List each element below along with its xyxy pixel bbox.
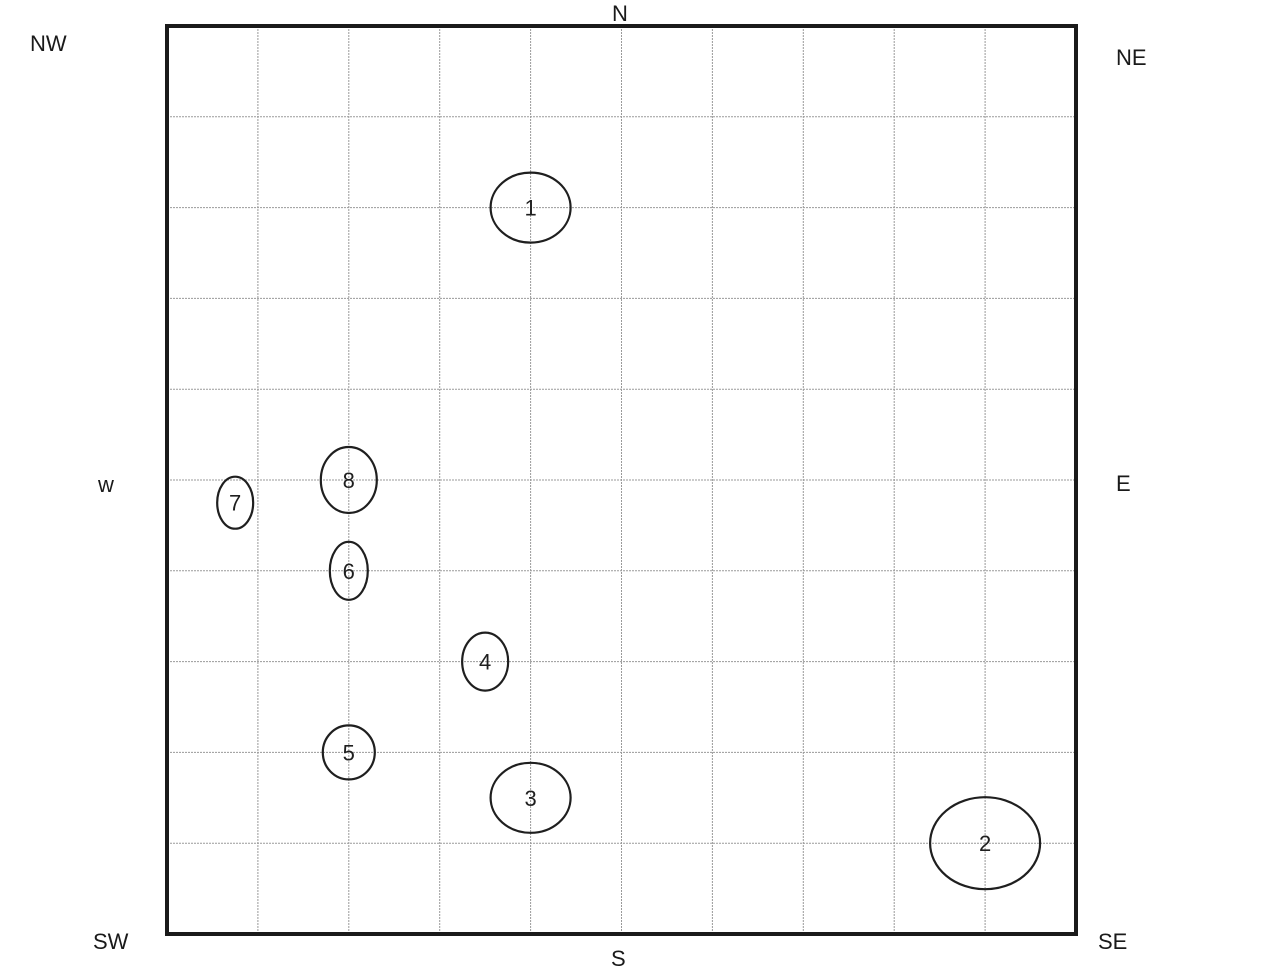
markers-layer: 1 2 3 4 5 6 7 8 — [216, 171, 1042, 891]
marker-label: 5 — [343, 740, 355, 765]
marker-label: 7 — [229, 491, 241, 516]
marker-circle — [216, 475, 255, 530]
marker-label: 6 — [343, 559, 355, 584]
marker-circle — [328, 540, 369, 601]
marker-5: 5 — [321, 724, 376, 781]
marker-2: 2 — [928, 796, 1042, 891]
marker-circle — [461, 631, 510, 692]
marker-circle — [489, 761, 572, 834]
marker-8: 8 — [319, 445, 378, 515]
marker-label: 8 — [343, 468, 355, 493]
compass-west-label: w — [98, 472, 114, 497]
marker-4: 4 — [461, 631, 510, 692]
marker-label: 1 — [524, 196, 536, 221]
compass-east-label: E — [1116, 471, 1131, 496]
marker-label: 4 — [479, 650, 491, 675]
compass-north-label: N — [612, 1, 628, 26]
compass-southwest-label: SW — [93, 929, 129, 954]
marker-circle — [489, 171, 572, 244]
marker-label: 2 — [979, 831, 991, 856]
marker-6: 6 — [328, 540, 369, 601]
marker-circle — [928, 796, 1042, 891]
marker-label: 3 — [524, 786, 536, 811]
compass-northeast-label: NE — [1116, 45, 1147, 70]
grid-lines — [167, 26, 1076, 934]
marker-3: 3 — [489, 761, 572, 834]
compass-southeast-label: SE — [1098, 929, 1128, 954]
compass-south-label: S — [611, 946, 626, 971]
marker-circle — [319, 445, 378, 515]
marker-7: 7 — [216, 475, 255, 530]
marker-circle — [321, 724, 376, 781]
compass-northwest-label: NW — [30, 31, 67, 56]
grid-frame — [165, 24, 1078, 936]
marker-1: 1 — [489, 171, 572, 244]
